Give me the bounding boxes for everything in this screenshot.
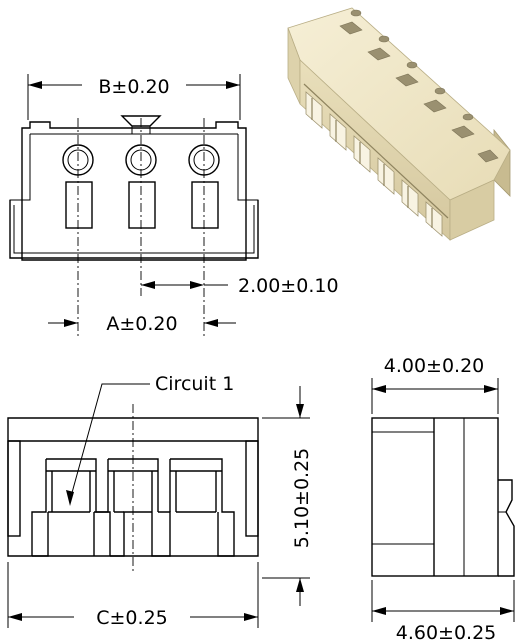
dimension-height: 5.10±0.25: [262, 386, 313, 606]
dimension-pitch-label: 2.00±0.10: [238, 275, 339, 297]
dimension-b: B±0.20: [27, 74, 241, 120]
dimension-c-label: C±0.25: [96, 607, 168, 629]
dimension-c: C±0.25: [7, 562, 259, 629]
dimension-pitch: 2.00±0.10: [141, 275, 339, 297]
front-view: Circuit 1 C±0.25 5.10±0.25: [7, 373, 313, 629]
dimension-depth-top-label: 4.00±0.20: [384, 355, 485, 377]
dimension-depth-top: 4.00±0.20: [371, 355, 499, 414]
connector-photo: [287, 7, 511, 241]
dimension-depth-bottom-label: 4.60±0.25: [396, 622, 497, 642]
top-view: B±0.20 2.00±0.10: [9, 74, 339, 336]
dimension-height-label: 5.10±0.25: [291, 448, 313, 549]
dimension-depth-bottom: 4.60±0.25: [371, 580, 515, 642]
front-view-terminals: [31, 458, 235, 557]
dimension-a: A±0.20: [48, 313, 236, 335]
circuit-1-label: Circuit 1: [155, 373, 234, 395]
dimension-a-label: A±0.20: [106, 313, 177, 335]
side-view: 4.00±0.20 4.60±0.25: [371, 355, 515, 642]
circuit-1-callout: Circuit 1: [66, 373, 234, 506]
dimension-b-label: B±0.20: [98, 76, 169, 98]
